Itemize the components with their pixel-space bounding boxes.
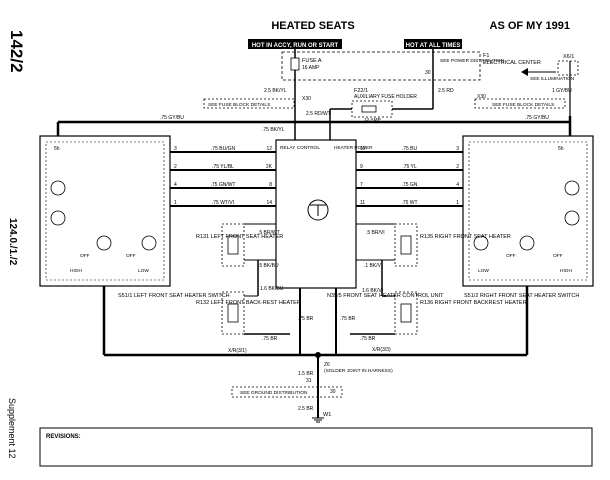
right-5h: 5h [558, 146, 564, 152]
left-wire-pin-right: 2K [266, 164, 273, 170]
see-illumination: SEE ILLUMINATION [530, 76, 575, 82]
revisions-box [39, 427, 593, 467]
z6-label: Z6 [324, 362, 330, 368]
see-power-dist: SEE POWER DISTRIBUTION [440, 58, 505, 64]
control-unit-box [275, 139, 357, 289]
left-wire-pin-left: 4 [174, 182, 177, 188]
fuse-box-outline [281, 51, 481, 81]
left-low: LOW [138, 268, 149, 274]
right-high: HIGH [560, 268, 573, 274]
w5-bkbu: .5 BK/BU [258, 263, 279, 269]
heater-power-label: HEATER POWER [334, 145, 373, 151]
x30-right: X30 [477, 94, 486, 100]
w5-brwt: .5 BR/WT [258, 230, 280, 236]
right-off-2: OFF [553, 253, 563, 259]
w15br: 1.5 BR [298, 371, 314, 377]
r132-label: R132 LEFT FRONT BACK-REST HEATER [196, 300, 301, 306]
left-wire-pin-left: 3 [174, 146, 177, 152]
right-wire-bundle: 10 .75 BU 3 9 .75 YL 2 7 .75 GN 4 11 .75 WT 1 [356, 146, 463, 207]
control-unit-symbol [307, 199, 329, 221]
left-wire-pin-right: 8 [269, 182, 272, 188]
left-wire-label: .75 YL/BL [212, 164, 234, 170]
f22-1-label: F22/1 [354, 88, 368, 94]
fuse-a-rating: 16 AMP [302, 65, 320, 71]
left-wire-pin-left: 2 [174, 164, 177, 170]
right-wire-pin-right: 4 [456, 182, 459, 188]
wire-1gybu: 1 GY/BU [552, 88, 572, 94]
right-wire-label: .75 WT [401, 200, 417, 206]
diagram-title: HEATED SEATS [271, 20, 354, 32]
right-wire-pin-left: 9 [360, 164, 363, 170]
w16-bkvi: 1.6 BK/VI [362, 288, 383, 294]
ground-31: 31 [306, 378, 312, 384]
see-power-dist-num: 30 [425, 70, 431, 76]
left-wire-label: .75 GN/WT [210, 182, 235, 188]
wire-75bkyl: .75 BK/YL [262, 127, 285, 133]
w1-bkvi: .1 BK/VI [364, 263, 382, 269]
w1-label: W1 [323, 412, 331, 418]
left-switch-name: S51/1 LEFT FRONT SEAT HEATER SWITCH [118, 293, 230, 299]
right-switch-name: S51/2 RIGHT FRONT SEAT HEATER SWITCH [464, 293, 579, 299]
right-wire-pin-right: 1 [456, 200, 459, 206]
w5-brvi: .5 BR/VI [366, 230, 385, 236]
ground-30: 30 [330, 389, 336, 395]
model-year: AS OF MY 1991 [490, 20, 571, 32]
wire-75gybu-left: .75 GY/BU [160, 115, 184, 121]
left-wire-bundle: 3 .75 BU/GN 12 2 .75 YL/BL 2K 4 .75 GN/WT 8 1 .75 … [170, 146, 276, 207]
left-5h: 5h [54, 146, 60, 152]
left-wire-pin-right: 14 [266, 200, 272, 206]
right-low: LOW [478, 268, 489, 274]
aux-fuse-holder: AUXILIARY FUSE HOLDER [354, 94, 417, 100]
w25br: 2.5 BR [298, 406, 314, 412]
electrical-center: ELECTRICAL CENTER [483, 60, 541, 66]
left-off-2: OFF [126, 253, 136, 259]
relay-control-label: RELAY CONTROL [280, 145, 320, 151]
w75br-right: .75 BR [360, 336, 376, 342]
xr-left-label: X/R(3/1) [228, 348, 247, 354]
hot-all-box [404, 39, 462, 49]
w16-bkbu: 1.6 BK/BU [260, 286, 284, 292]
right-wire-label: .75 BU [402, 146, 418, 152]
fuse-block-left: SEE FUSE BLOCK DETAILS [208, 102, 270, 108]
hot-accy-box [248, 39, 342, 49]
right-wire-label: .75 GN [402, 182, 418, 188]
revisions-label: REVISIONS: [46, 434, 81, 440]
x6-1-label: X6/1 [563, 54, 574, 60]
wire-25rd: 2.5 RD [438, 88, 454, 94]
left-off-1: OFF [80, 253, 90, 259]
r135-label: R135 RIGHT FRONT SEAT HEATER [420, 234, 511, 240]
fuse-a-label: FUSE A [302, 58, 322, 64]
left-high: HIGH [70, 268, 83, 274]
w75br-center-right: .75 BR [340, 316, 356, 322]
right-wire-label: .75 YL [402, 164, 417, 170]
right-wire-pin-left: 7 [360, 182, 363, 188]
right-wire-pin-left: 10 [360, 146, 366, 152]
left-wire-label: .75 WT/VI [212, 200, 234, 206]
left-wire-label: .75 BU/GN [211, 146, 236, 152]
hot-accy-label: HOT IN ACCY, RUN OR START [252, 43, 339, 49]
left-wire-pin-left: 1 [174, 200, 177, 206]
fuse-block-right: SEE FUSE BLOCK DETAILS [492, 102, 554, 108]
w75br-left: .75 BR [262, 336, 278, 342]
x30-left: X30 [302, 96, 311, 102]
w75br-center-left: .75 BR [298, 316, 314, 322]
solder-joint-label: (SOLDER JOINT IN HARNESS) [324, 368, 393, 374]
right-off-1: OFF [506, 253, 516, 259]
aux-fuse-rating: 12 AMP [364, 117, 381, 123]
r136-label: R136 RIGHT FRONT BACKREST HEATER [420, 300, 527, 306]
right-wire-pin-left: 11 [360, 200, 365, 206]
hot-all-label: HOT AT ALL TIMES [406, 43, 461, 49]
wire-75gybu-right: .75 GY/BU [525, 115, 549, 121]
wire-25rdwt: 2.5 RD/WT [306, 111, 331, 117]
right-wire-pin-right: 3 [456, 146, 459, 152]
wire-25bkyl: 2.5 BK/YL [264, 88, 287, 94]
xr-right-label: X/R(3/3) [372, 347, 391, 353]
f1-label: F1 [483, 53, 489, 59]
r131-label: R131 LEFT FRONT SEAT HEATER [196, 234, 283, 240]
left-wire-pin-right: 12 [266, 146, 272, 152]
see-ground-dist: SEE GROUND DISTRIBUTION [240, 390, 308, 396]
right-wire-pin-right: 2 [456, 164, 459, 170]
